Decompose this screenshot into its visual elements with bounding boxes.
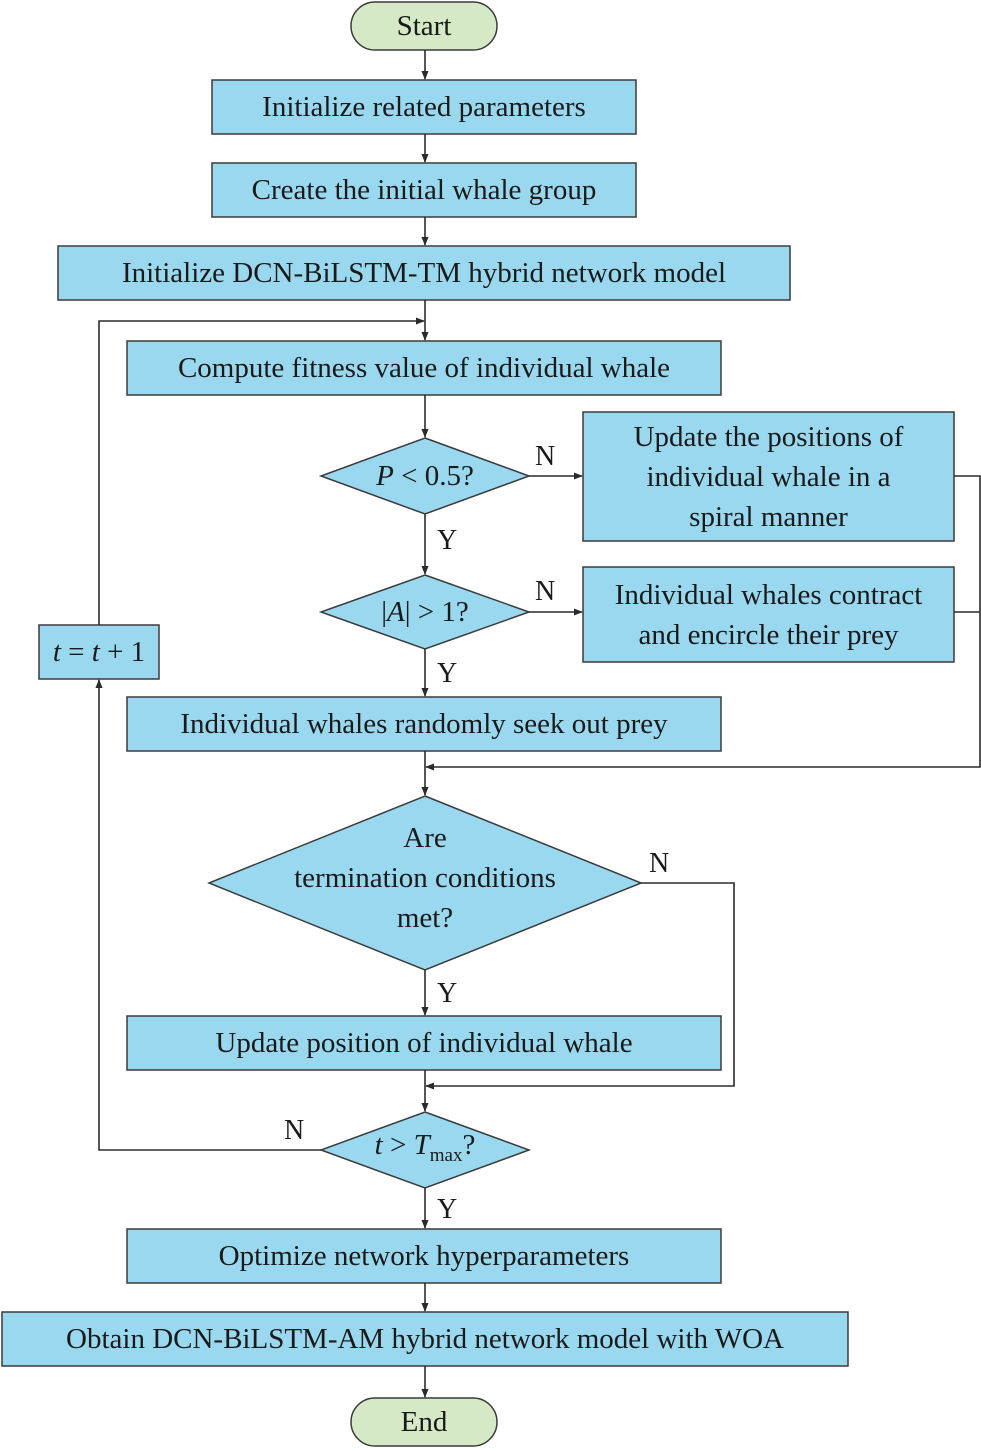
init-params-label: Initialize related parameters xyxy=(262,91,586,123)
init-params-box xyxy=(211,79,637,135)
increment-plus: + 1 xyxy=(99,636,146,668)
edge-label-p-yes: Y xyxy=(437,525,458,556)
edge-label-t-no: N xyxy=(284,1115,305,1146)
decision-t-var2: T xyxy=(413,1128,430,1161)
decision-a-var: A xyxy=(387,596,405,628)
decision-a-label: |A| > 1? xyxy=(381,596,469,628)
obtain-label: Obtain DCN-BiLSTM-AM hybrid network mode… xyxy=(66,1323,784,1355)
increment-lhs: t xyxy=(52,636,61,668)
random-seek-box xyxy=(126,696,722,752)
end-label: End xyxy=(400,1406,448,1438)
contract-label: Individual whales contract and encircle … xyxy=(583,567,954,662)
spiral-update-line-3: spiral manner xyxy=(689,500,848,533)
contract-line-1: Individual whales contract xyxy=(614,578,923,611)
start-terminal xyxy=(350,1,498,51)
optimize-label: Optimize network hyperparameters xyxy=(218,1240,630,1272)
obtain-box xyxy=(1,1311,849,1367)
edge-label-a-yes: Y xyxy=(437,658,458,689)
update-position-box xyxy=(126,1015,722,1071)
spiral-update-line-1: Update the positions of xyxy=(633,420,904,453)
spiral-update-label: Update the positions of individual whale… xyxy=(583,412,954,541)
termination-label: Are termination conditions met? xyxy=(209,813,641,943)
decision-a-rest: > 1? xyxy=(410,596,469,628)
decision-p-var: P xyxy=(376,460,394,492)
spiral-update-line-2: individual whale in a xyxy=(646,460,891,493)
edge-t-no xyxy=(95,679,321,1151)
start-label: Start xyxy=(396,10,452,42)
create-group-label: Create the initial whale group xyxy=(251,174,597,206)
edge-label-t-yes: Y xyxy=(437,1194,458,1225)
edge-increment-loop xyxy=(98,317,425,625)
optimize-box xyxy=(126,1228,722,1284)
spiral-update-box xyxy=(582,411,955,542)
update-position-label: Update position of individual whale xyxy=(215,1027,633,1059)
init-model-label: Initialize DCN-BiLSTM-TM hybrid network … xyxy=(121,257,727,289)
decision-t-var: t xyxy=(374,1128,383,1161)
edge-label-term-no: N xyxy=(649,848,670,879)
increment-label: t = t + 1 xyxy=(39,625,159,679)
termination-line-1: Are xyxy=(403,822,447,854)
increment-eq: = xyxy=(60,636,92,668)
edge-label-term-yes: Y xyxy=(437,978,458,1009)
decision-p-label: P < 0.5? xyxy=(321,456,529,496)
compute-fitness-label: Compute fitness value of individual whal… xyxy=(177,352,671,384)
contract-box xyxy=(582,566,955,663)
termination-line-2: termination conditions xyxy=(294,862,556,894)
end-terminal xyxy=(350,1397,498,1447)
contract-line-2: and encircle their prey xyxy=(638,618,899,651)
edge-spiral-merge xyxy=(425,475,981,771)
init-model-box xyxy=(57,245,791,301)
decision-t-label: t > Tmax? xyxy=(321,1128,529,1170)
increment-box xyxy=(38,624,160,680)
edge-label-p-no: N xyxy=(535,441,556,472)
edge-label-a-no: N xyxy=(535,576,556,607)
create-group-box xyxy=(211,162,637,218)
decision-t-tail: ? xyxy=(462,1128,476,1161)
random-seek-label: Individual whales randomly seek out prey xyxy=(180,708,668,740)
decision-p-rest: < 0.5? xyxy=(393,460,474,492)
increment-rhs: t xyxy=(91,636,100,668)
decision-t-op: > xyxy=(382,1128,414,1161)
termination-line-3: met? xyxy=(396,902,454,934)
compute-fitness-box xyxy=(126,340,722,396)
edge-termination-no xyxy=(425,882,735,1090)
decision-t-sub: max xyxy=(429,1144,463,1166)
